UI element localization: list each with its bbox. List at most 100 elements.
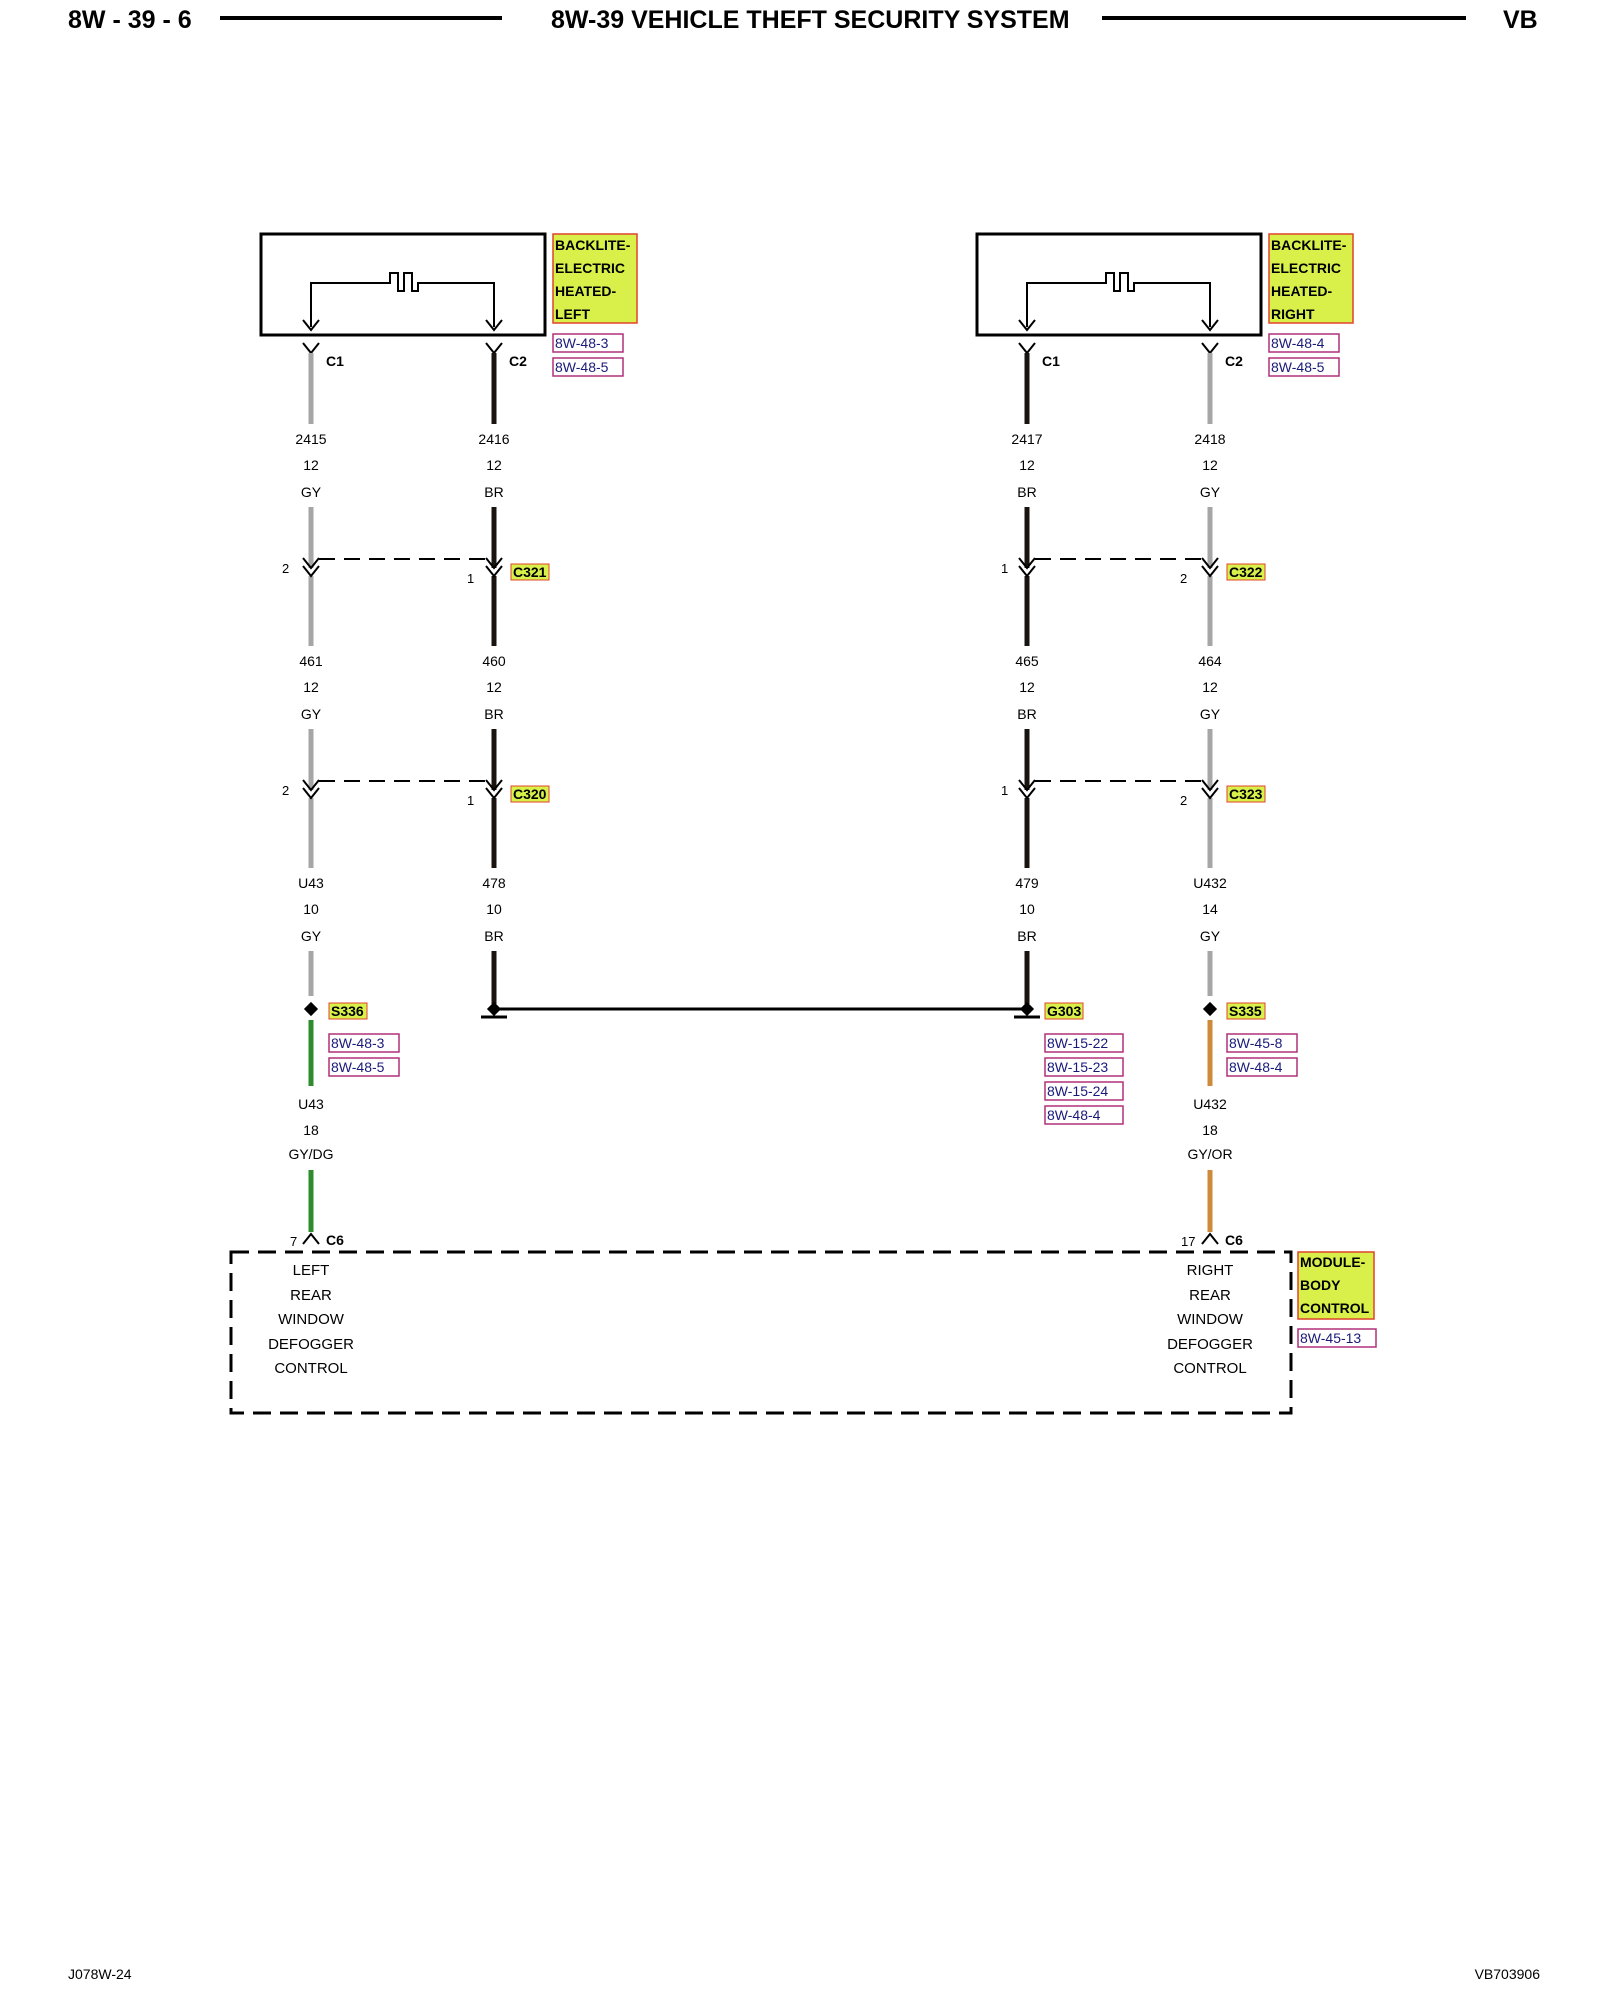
g303-ref-2[interactable]: 8W-15-23 — [1044, 1057, 1124, 1077]
wire-gauge: 14 — [1202, 901, 1218, 917]
s336-ref-2[interactable]: 8W-48-5 — [328, 1057, 400, 1077]
heater-pin-connectors — [302, 342, 1219, 355]
left-heater-element-icon — [302, 272, 503, 332]
wire-color: GY — [1200, 484, 1221, 500]
ref-link-label: 8W-15-24 — [1047, 1083, 1108, 1099]
tag-line: ELECTRIC — [555, 260, 625, 276]
wire-gauge: 12 — [303, 457, 319, 473]
module-ref-1[interactable]: 8W-45-13 — [1297, 1328, 1377, 1348]
tag-line: MODULE- — [1300, 1254, 1366, 1270]
wire-color: GY — [301, 928, 322, 944]
function-line: WINDOW — [278, 1311, 345, 1328]
g303-ref-1[interactable]: 8W-15-22 — [1044, 1033, 1124, 1053]
wire-color: BR — [1017, 928, 1036, 944]
c6-left-label: C6 — [326, 1232, 344, 1248]
right-c1-label: C1 — [1042, 353, 1060, 369]
wire-gauge: 12 — [486, 457, 502, 473]
c321-tag: C321 — [510, 563, 550, 581]
c323-tag: C323 — [1226, 785, 1266, 803]
tag-line: BODY — [1300, 1277, 1341, 1293]
c320-tag-label: C320 — [513, 786, 547, 802]
wire-gauge: 12 — [1202, 457, 1218, 473]
tag-line: BACKLITE- — [1271, 237, 1347, 253]
tag-line: ELECTRIC — [1271, 260, 1341, 276]
wire-color: BR — [484, 484, 503, 500]
function-line: CONTROL — [274, 1360, 347, 1377]
right-c2-label: C2 — [1225, 353, 1243, 369]
wire-gauge: 10 — [486, 901, 502, 917]
ref-link-label: 8W-48-4 — [1047, 1107, 1101, 1123]
wire-gauge: 12 — [303, 679, 319, 695]
left-heater-ref-2[interactable]: 8W-48-5 — [552, 357, 624, 377]
wire-circuit: U43 — [298, 875, 324, 891]
s335-ref-2[interactable]: 8W-48-4 — [1226, 1057, 1298, 1077]
right-heater-name-tag: BACKLITE- ELECTRIC HEATED- RIGHT — [1268, 233, 1354, 324]
function-line: DEFOGGER — [1167, 1336, 1253, 1353]
ref-link-label: 8W-45-13 — [1300, 1330, 1361, 1346]
wire-color: BR — [1017, 706, 1036, 722]
wire-circuit: U43 — [298, 1096, 324, 1112]
wire-gauge: 18 — [1202, 1122, 1218, 1138]
ref-link-label: 8W-15-23 — [1047, 1059, 1108, 1075]
ref-link-label: 8W-48-3 — [555, 335, 609, 351]
s336-tag: S336 — [328, 1002, 368, 1020]
ref-link-label: 8W-48-5 — [555, 359, 609, 375]
s335-tag-label: S335 — [1229, 1003, 1262, 1019]
wire-color: GY — [301, 484, 322, 500]
right-defogger-control-label: RIGHT REAR WINDOW DEFOGGER CONTROL — [1167, 1262, 1253, 1377]
left-c1-label: C1 — [326, 353, 344, 369]
wire-gauge: 18 — [303, 1122, 319, 1138]
c321-tag-label: C321 — [513, 564, 547, 580]
wire-circuit: U432 — [1193, 875, 1227, 891]
inline-connector-c320-c323 — [302, 779, 1219, 800]
function-line: REAR — [1189, 1287, 1231, 1304]
right-heater-box — [975, 232, 1263, 337]
wire-circuit: 2418 — [1194, 431, 1225, 447]
s336-ref-1[interactable]: 8W-48-3 — [328, 1033, 400, 1053]
wire-color: GY — [1200, 928, 1221, 944]
footer-right-code: VB703906 — [1474, 1966, 1540, 1982]
right-heater-ref-2[interactable]: 8W-48-5 — [1268, 357, 1340, 377]
c323-pin-right: 2 — [1180, 793, 1187, 808]
model-code: VB — [1503, 6, 1538, 34]
ref-link-label: 8W-15-22 — [1047, 1035, 1108, 1051]
right-heater-ref-1[interactable]: 8W-48-4 — [1268, 333, 1340, 353]
wire-circuit: 2417 — [1011, 431, 1042, 447]
wire-color: BR — [484, 706, 503, 722]
wire-gauge: 12 — [1019, 679, 1035, 695]
wire-circuit: 460 — [482, 653, 506, 669]
left-heater-name-tag: BACKLITE- ELECTRIC HEATED- LEFT — [552, 233, 638, 324]
ref-link-label: 8W-48-4 — [1271, 335, 1325, 351]
tag-line: HEATED- — [1271, 283, 1333, 299]
header-rule-left — [220, 16, 502, 20]
wire-color: BR — [1017, 484, 1036, 500]
s335-tag: S335 — [1226, 1002, 1266, 1020]
left-c2-label: C2 — [509, 353, 527, 369]
g303-ref-4[interactable]: 8W-48-4 — [1044, 1105, 1124, 1125]
s335-ref-1[interactable]: 8W-45-8 — [1226, 1033, 1298, 1053]
c6-right-label: C6 — [1225, 1232, 1243, 1248]
tag-line: RIGHT — [1271, 306, 1315, 322]
c321-pin-left: 2 — [282, 561, 289, 576]
wire-gauge: 12 — [486, 679, 502, 695]
wire-circuit: 2415 — [295, 431, 326, 447]
splice-dot-icon — [303, 1001, 1218, 1017]
wire-color: GY/DG — [288, 1146, 333, 1162]
c322-tag: C322 — [1226, 563, 1266, 581]
footer-left-code: J078W-24 — [68, 1966, 132, 1982]
tag-line: HEATED- — [555, 283, 617, 299]
c6-right-pin: 17 — [1181, 1234, 1195, 1249]
function-line: REAR — [290, 1287, 332, 1304]
wire-color: BR — [484, 928, 503, 944]
left-heater-ref-1[interactable]: 8W-48-3 — [552, 333, 624, 353]
c323-tag-label: C323 — [1229, 786, 1263, 802]
c322-tag-label: C322 — [1229, 564, 1263, 580]
wire-gauge: 10 — [1019, 901, 1035, 917]
wire-gauge: 12 — [1019, 457, 1035, 473]
c321-pin-right: 1 — [467, 571, 474, 586]
wire-circuit: 2416 — [478, 431, 509, 447]
g303-ref-3[interactable]: 8W-15-24 — [1044, 1081, 1124, 1101]
wire-color: GY/OR — [1187, 1146, 1232, 1162]
function-line: LEFT — [293, 1262, 330, 1279]
